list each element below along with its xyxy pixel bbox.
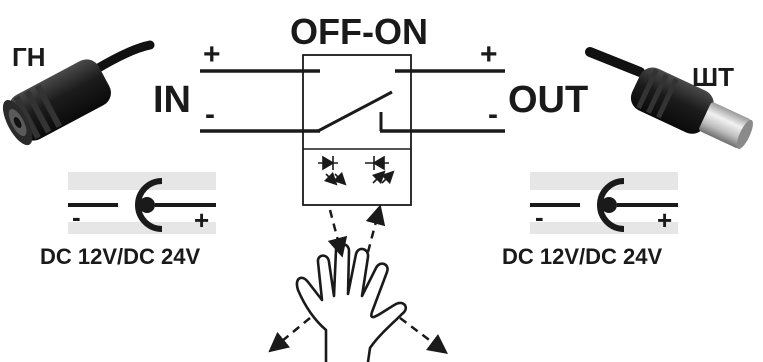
- right-polarity-minus: -: [535, 202, 544, 232]
- right-connector-label: ШТ: [692, 62, 735, 92]
- wave-left-arrow: [268, 317, 311, 353]
- hand-icon: [295, 242, 408, 362]
- left-polarity-minus: -: [72, 202, 81, 232]
- ir-beam-up-arrow: [365, 204, 386, 253]
- switch-box: [302, 54, 412, 206]
- input-label: IN: [153, 79, 191, 121]
- ir-receiver-icon: [365, 155, 395, 185]
- left-voltage-label: DC 12V/DC 24V: [40, 244, 201, 269]
- left-polarity-plus: +: [194, 205, 210, 235]
- male-plug-image: [585, 47, 753, 150]
- output-label: OUT: [508, 79, 589, 121]
- output-minus-sign: -: [488, 98, 498, 131]
- switch-blade: [317, 90, 393, 133]
- input-minus-sign: -: [205, 98, 215, 131]
- wave-right-arrow: [399, 317, 448, 354]
- switch-title: OFF-ON: [290, 11, 428, 52]
- left-connector-label: ГН: [12, 42, 46, 72]
- right-polarity-symbol: [530, 172, 678, 234]
- female-jack-image: [2, 40, 155, 146]
- ir-emitter-icon: [318, 155, 347, 186]
- right-polarity-plus: +: [657, 205, 673, 235]
- right-voltage-label: DC 12V/DC 24V: [502, 244, 663, 269]
- left-polarity-symbol: [68, 172, 216, 234]
- ir-beam-down-arrow: [327, 209, 348, 258]
- input-plus-sign: +: [203, 38, 221, 71]
- output-plus-sign: +: [480, 38, 498, 71]
